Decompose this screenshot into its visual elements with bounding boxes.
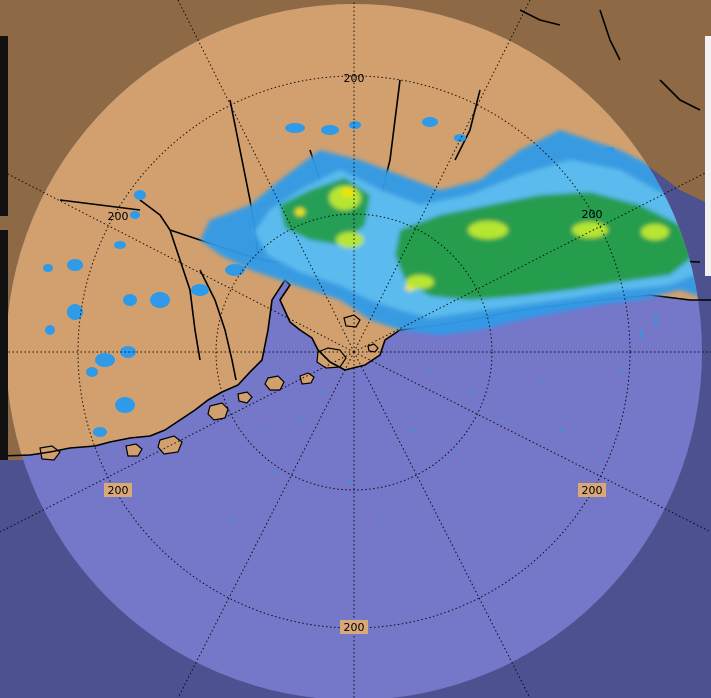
echo-cell-heavy-4 — [641, 224, 669, 240]
radial-ese — [353, 351, 711, 533]
echo-band-moderate — [395, 192, 695, 300]
echo-cell-intense-3 — [405, 285, 415, 291]
echo-cell-heavy-5 — [406, 275, 434, 289]
islands — [39, 314, 379, 461]
sea-clutter — [230, 315, 657, 522]
range-label-west: 200 — [108, 210, 129, 223]
radial-nnw — [177, 0, 355, 353]
echo-cell-heavy-6 — [336, 232, 364, 248]
range-label-east: 200 — [582, 208, 603, 221]
range-label-southeast: 200 — [582, 484, 603, 497]
range-labels: 200 200 200 200 200 200 — [104, 72, 606, 634]
echo-cell-intense-2 — [295, 208, 305, 216]
radial-ssw — [177, 351, 355, 698]
range-label-southwest: 200 — [108, 484, 129, 497]
scattered-showers — [43, 117, 615, 437]
echo-cell-heavy-3 — [572, 222, 608, 238]
range-label-north: 200 — [344, 72, 365, 85]
precipitation-echoes — [43, 117, 702, 522]
right-edge-strip — [705, 36, 711, 276]
radial-ene — [353, 169, 711, 353]
left-edge-strip — [0, 36, 8, 216]
left-edge-strip-2 — [0, 230, 8, 460]
radial-nne — [353, 0, 531, 353]
echo-cell-heavy-2 — [468, 221, 508, 239]
echo-cell-intense-1 — [342, 187, 354, 197]
range-ring-1 — [215, 213, 493, 491]
range-label-south: 200 — [344, 621, 365, 634]
radial-sse — [353, 351, 531, 698]
